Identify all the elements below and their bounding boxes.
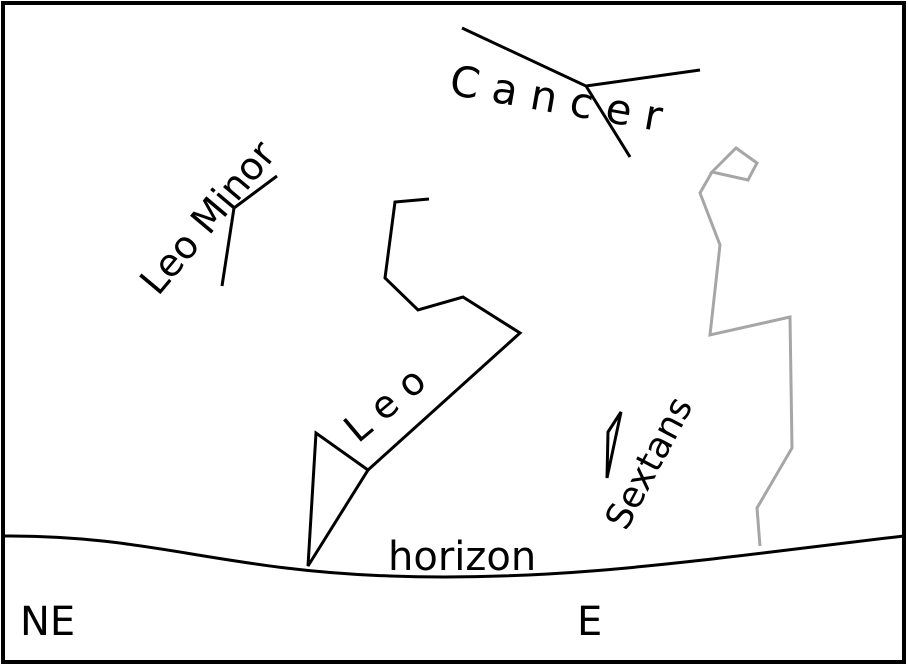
grey-figure-body bbox=[698, 171, 794, 547]
cancer-figure bbox=[461, 26, 701, 158]
horizon-line bbox=[4, 534, 905, 579]
grey-figure bbox=[698, 146, 794, 547]
horizon-label: horizon bbox=[388, 534, 536, 580]
sextans-figure bbox=[605, 411, 623, 479]
leo-minor-figure bbox=[220, 174, 278, 287]
leo-triangle bbox=[306, 430, 371, 567]
leo-sickle bbox=[366, 197, 523, 472]
grey-figure-head bbox=[709, 146, 759, 182]
leo-figure bbox=[306, 197, 523, 567]
direction-e-label: E bbox=[577, 599, 602, 645]
cancer-line-right bbox=[585, 68, 701, 88]
direction-ne-label: NE bbox=[20, 599, 75, 645]
